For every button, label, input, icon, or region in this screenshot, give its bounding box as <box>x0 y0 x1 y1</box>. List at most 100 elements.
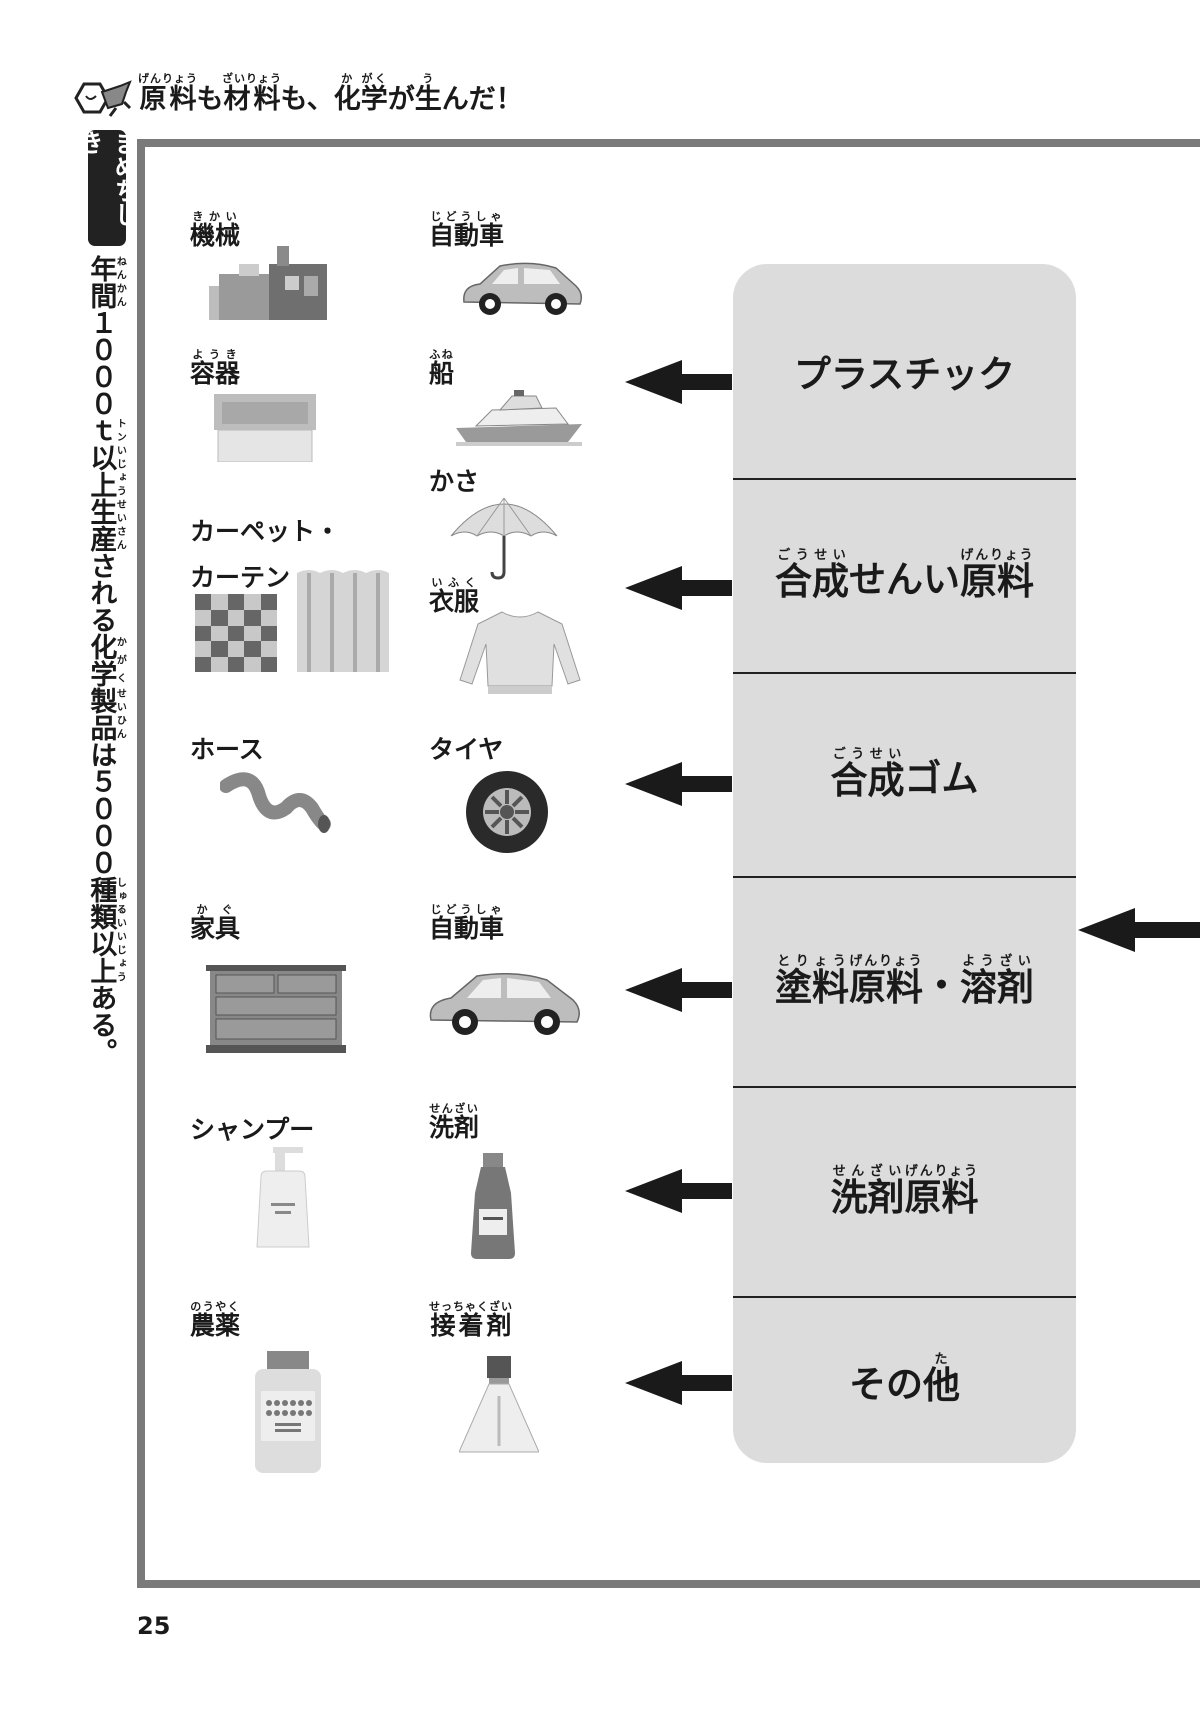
ruby-text: 自動車じどうしゃ <box>429 903 505 943</box>
ruby-text: 船ふね <box>429 348 455 388</box>
curtain-icon <box>297 570 389 672</box>
car-icon <box>463 262 583 315</box>
item-label-furniture: 家具かぐ <box>190 903 240 945</box>
ruby-text: 機械きかい <box>190 210 241 250</box>
furigana: しゅるい <box>114 876 126 930</box>
furigana: とりょう <box>775 953 849 969</box>
text-segment: ゴム <box>904 757 979 800</box>
ruby-text: 原料げんりょう <box>849 953 923 1009</box>
car-icon <box>429 973 580 1035</box>
item-label-detergent: 洗剤せんざい <box>429 1102 479 1144</box>
category-synthetic-fiber: 合成ごうせいせんい原料げんりょう <box>733 478 1076 672</box>
furigana: ようざい <box>960 953 1034 969</box>
furigana: きかい <box>190 210 240 223</box>
furigana: う <box>414 72 442 85</box>
hose-icon <box>220 772 331 833</box>
furigana: せんざい <box>429 1102 480 1115</box>
text-segment: ・ <box>923 964 960 1007</box>
furigana: ようき <box>190 348 240 361</box>
tire-icon <box>466 771 548 853</box>
ruby-text: 溶剤ようざい <box>960 953 1034 1009</box>
furigana: ごうせい <box>830 746 905 762</box>
ruby-text: 生産せいさん <box>85 498 126 552</box>
hexagon-creature-icon <box>74 80 132 117</box>
ruby-text: 年間ねんかん <box>85 255 126 309</box>
furigana: せんざい <box>830 1163 905 1179</box>
furigana: げんりょう <box>849 953 923 969</box>
ruby-text: 合成ごうせい <box>775 547 849 603</box>
item-label-pesticide: 農薬のうやく <box>190 1300 240 1342</box>
adhesive-bottle-icon <box>459 1356 539 1453</box>
arrow-left-icon <box>1078 908 1200 952</box>
ruby-text: 化学かがく <box>85 633 126 687</box>
ruby-text: 洗剤せんざい <box>830 1163 905 1219</box>
furigana: じどうしゃ <box>429 903 505 916</box>
ruby-text: 自動車じどうしゃ <box>429 210 505 250</box>
category-paint-solvent: 塗料とりょう原料げんりょう・溶剤ようざい <box>733 876 1076 1086</box>
arrow-left-icon <box>625 1361 732 1405</box>
ruby-text: 家具かぐ <box>190 903 241 943</box>
text-segment: ある。 <box>85 984 117 1065</box>
text-segment: も <box>196 84 224 115</box>
ruby-text: 生う <box>414 72 442 115</box>
item-label-hose: ホース <box>190 730 264 766</box>
frame-border-left <box>137 139 145 1587</box>
shampoo-bottle-icon <box>256 1147 310 1248</box>
category-panel: プラスチック 合成ごうせいせんい原料げんりょう 合成ごうせいゴム 塗料とりょう原… <box>733 264 1076 1463</box>
text-segment: シャンプー <box>190 1115 315 1144</box>
sweater-icon <box>459 611 581 694</box>
ruby-text: 原料げんりょう <box>138 72 198 115</box>
ruby-text: 農薬のうやく <box>190 1300 241 1340</box>
furigana: じどうしゃ <box>429 210 505 223</box>
ruby-text: 材料ざいりょう <box>222 72 282 115</box>
furigana: のうやく <box>190 1300 241 1313</box>
ruby-text: 他た <box>923 1352 960 1407</box>
chest-of-drawers-icon <box>206 965 346 1053</box>
item-label-tire: タイヤ <box>429 730 503 766</box>
text-segment: んだ！ <box>441 84 523 115</box>
ruby-text: 以上いじょう <box>85 930 126 984</box>
furigana: げんりょう <box>904 1163 979 1179</box>
item-label-car: 自動車じどうしゃ <box>429 210 504 252</box>
ruby-text: 原料げんりょう <box>960 547 1034 603</box>
item-label-car: 自動車じどうしゃ <box>429 903 504 945</box>
frame-border-bottom <box>137 1580 1200 1588</box>
item-label-carpet: カーペット・ <box>190 512 340 548</box>
furigana: せいさん <box>114 498 126 552</box>
furigana: いじょう <box>114 930 126 984</box>
ruby-text: 原料げんりょう <box>904 1163 979 1219</box>
text-segment: １０００ <box>85 309 117 417</box>
ruby-text: 合成ごうせい <box>830 746 905 802</box>
ruby-text: 学がく <box>360 72 388 115</box>
text-segment: ホース <box>190 735 264 764</box>
furigana: ごうせい <box>775 547 849 563</box>
frame-border-top <box>137 139 1200 147</box>
carpet-icon <box>195 594 277 672</box>
furigana: か <box>333 72 361 85</box>
ruby-text: 種類しゅるい <box>85 876 126 930</box>
text-segment: カーペット・ <box>190 517 341 546</box>
category-detergent: 洗剤せんざい原料げんりょう <box>733 1086 1076 1296</box>
item-label-shampoo: シャンプー <box>190 1110 314 1146</box>
furigana: げんりょう <box>960 547 1034 563</box>
ruby-text: 接着剤せっちゃくざい <box>429 1300 513 1340</box>
trivia-badge: まめちしき <box>75 130 140 246</box>
text-segment: その <box>849 1362 923 1406</box>
ruby-text: ｔトン <box>85 417 126 444</box>
detergent-bottle-icon <box>471 1153 515 1259</box>
furigana: かがく <box>114 633 126 687</box>
text-segment: も、 <box>280 84 334 115</box>
item-label-ship: 船ふね <box>429 348 454 390</box>
machine-icon <box>209 246 327 320</box>
item-label-umbrella: かさ <box>429 462 479 498</box>
arrow-left-icon <box>625 968 732 1012</box>
ship-icon <box>456 390 582 446</box>
ruby-text: 洗剤せんざい <box>429 1102 480 1142</box>
text-segment: は <box>85 741 117 768</box>
furigana: せいひん <box>114 687 126 741</box>
furigana: がく <box>360 72 388 85</box>
arrow-left-icon <box>625 360 732 404</box>
furigana: いふく <box>429 576 479 589</box>
item-label-clothes: 衣服いふく <box>429 576 479 618</box>
